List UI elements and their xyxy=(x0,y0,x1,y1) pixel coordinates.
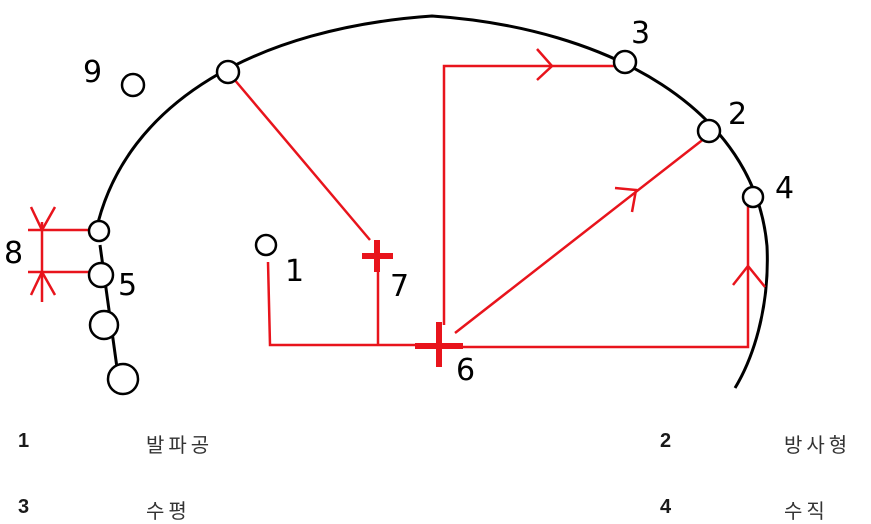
point-circle-5b xyxy=(88,309,120,341)
label-4: 4 xyxy=(775,171,794,206)
point-circle-bottom xyxy=(106,362,140,396)
point-circle-4 xyxy=(741,185,765,209)
label-9: 9 xyxy=(83,55,102,90)
point-circle-8a xyxy=(87,219,111,243)
label-8: 8 xyxy=(4,236,23,271)
dimension-arrow-bottom xyxy=(29,269,57,296)
blasthole-offset-line xyxy=(266,261,420,347)
legend-number-2: 2 xyxy=(660,430,672,452)
point-circle-1 xyxy=(254,233,278,257)
point-circle-top xyxy=(215,59,241,85)
legend-number-4: 4 xyxy=(660,496,672,518)
label-5: 5 xyxy=(118,268,137,303)
radial-measure-line xyxy=(454,137,706,334)
point-circle-2 xyxy=(696,118,722,144)
legend-number-3: 3 xyxy=(18,496,30,518)
label-2: 2 xyxy=(728,97,747,132)
point-circle-9 xyxy=(120,72,146,98)
dimension-arrow-top xyxy=(29,206,57,233)
vertical-measure-line xyxy=(462,205,750,349)
label-1: 1 xyxy=(285,254,304,289)
tunnel-profile-arc xyxy=(94,14,769,389)
legend-number-1: 1 xyxy=(18,430,30,452)
label-6: 6 xyxy=(456,353,475,388)
tunnel-survey-diagram: 1 2 3 4 5 6 7 8 9 xyxy=(4,14,794,396)
arrow-horizontal xyxy=(536,48,554,81)
arrow-radial xyxy=(614,186,638,213)
legend-text-3: 수평 xyxy=(146,499,191,523)
point-circle-3 xyxy=(612,49,638,75)
label-3: 3 xyxy=(631,16,650,51)
legend-text-4: 수직 xyxy=(784,499,829,523)
horizontal-measure-line xyxy=(442,64,614,325)
arrow-vertical xyxy=(732,263,766,288)
legend-text-2: 방사형 xyxy=(784,433,852,457)
label-7: 7 xyxy=(390,269,409,304)
offset-line-7 xyxy=(227,71,371,241)
legend-text-1: 발파공 xyxy=(146,433,214,457)
point-circle-5 xyxy=(87,261,115,289)
